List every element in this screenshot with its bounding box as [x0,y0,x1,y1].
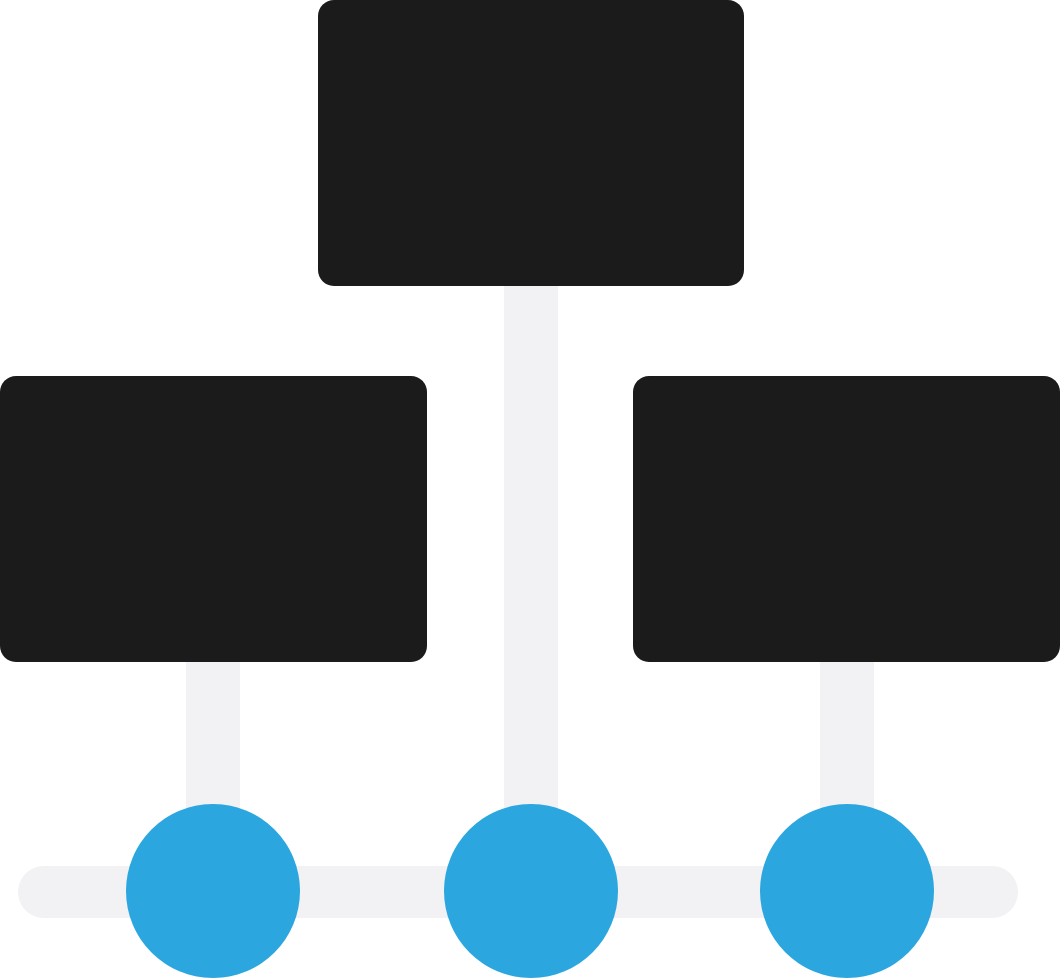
center-node [444,804,618,978]
boxes [0,0,1060,662]
left-box [0,376,427,662]
right-box [633,376,1060,662]
nodes [126,804,934,978]
top-box [318,0,744,286]
top-vertical-connector [504,286,558,890]
right-node [760,804,934,978]
left-node [126,804,300,978]
